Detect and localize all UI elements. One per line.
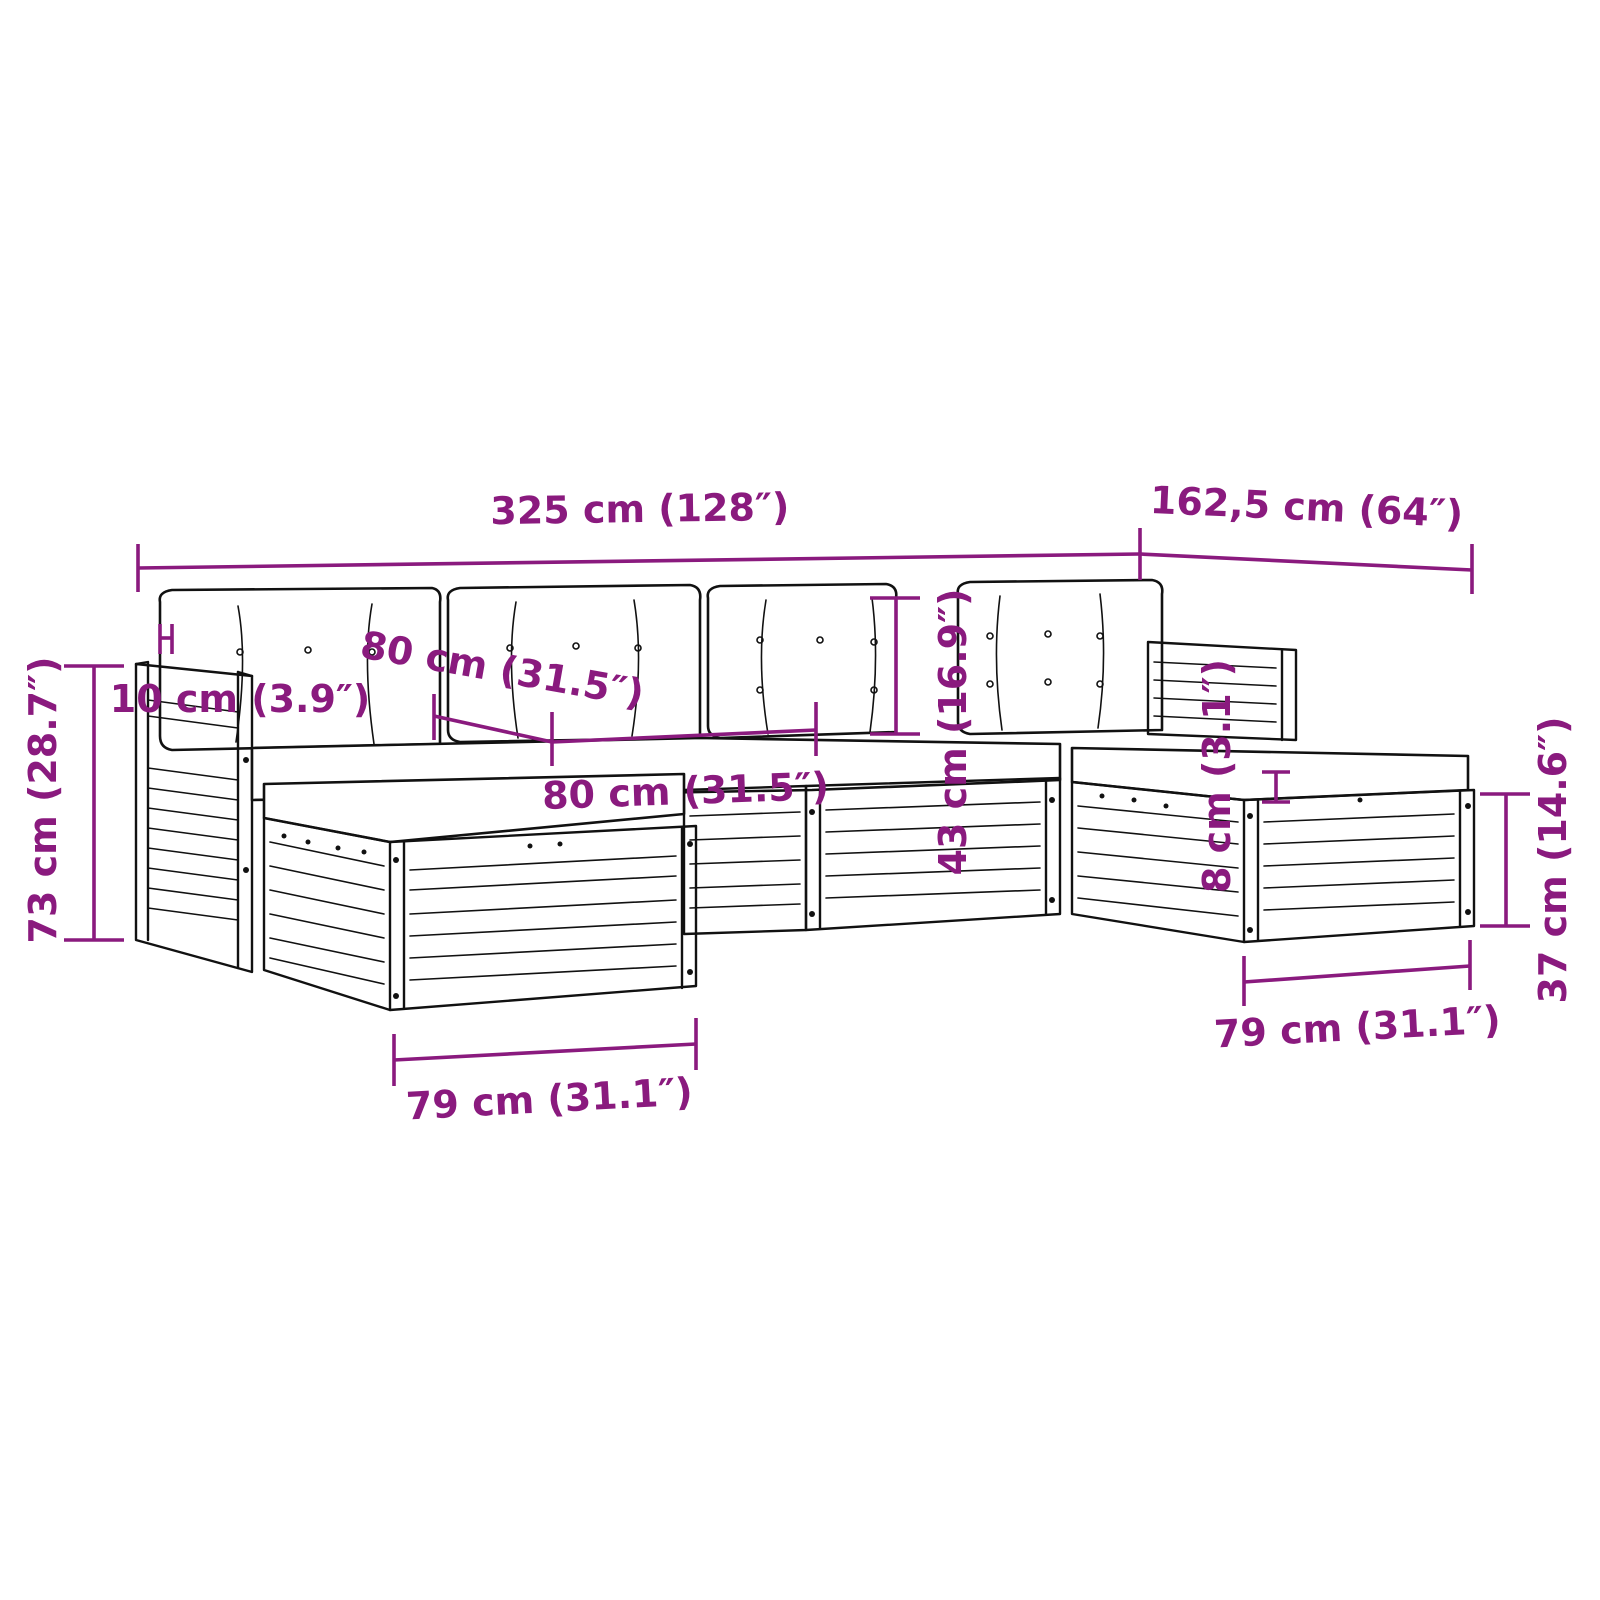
label-seat-height: 37 cm (14.6″) [1531,717,1575,1004]
right-ottoman [1070,746,1476,944]
dimension-labels: 325 cm (128″) 162,5 cm (64″) 73 cm (28.7… [21,478,1575,1129]
label-module-depth-left: 79 cm (31.1″) [405,1070,694,1129]
label-total-height: 73 cm (28.7″) [21,657,65,944]
left-ottoman [262,772,698,1012]
label-backrest-height: 43 cm (16.9″) [931,589,975,876]
label-cushion-thickness: 8 cm (3.1″) [1195,659,1239,893]
right-armrest-module [1146,640,1298,742]
back-cushions [158,578,1164,752]
label-depth: 162,5 cm (64″) [1149,478,1464,536]
left-armrest-module [134,660,254,974]
label-armrest-width: 10 cm (3.9″) [110,677,371,721]
label-module-depth-right: 79 cm (31.1″) [1213,998,1502,1057]
label-total-width: 325 cm (128″) [490,485,790,533]
label-seat-width-front: 80 cm (31.5″) [541,764,829,818]
dimension-lines [64,528,1530,1086]
